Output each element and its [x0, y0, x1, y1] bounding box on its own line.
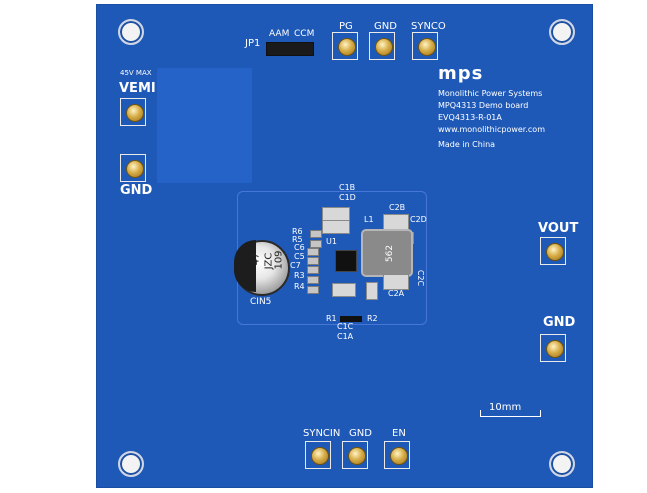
vemi-label: VEMI — [119, 81, 156, 96]
gnd-right-label: GND — [543, 315, 576, 330]
c2a-label: C2A — [388, 289, 405, 298]
gnd-left-terminal[interactable] — [120, 154, 146, 182]
l1-label: L1 — [364, 215, 374, 224]
gnd-bottom-test-point[interactable] — [342, 441, 368, 469]
r5-label: R5 — [292, 235, 303, 244]
vemi-terminal[interactable] — [120, 98, 146, 126]
c1a-label: C1A — [337, 332, 354, 341]
info-line-4: www.monolithicpower.com — [438, 125, 545, 134]
vemi-pin-icon — [126, 104, 144, 122]
scale-label: 10mm — [489, 402, 522, 413]
gnd-pin-icon — [375, 38, 393, 56]
cin5-marking-1: 47 — [250, 252, 262, 266]
synco-pin-icon — [418, 38, 436, 56]
emi-shield-area — [157, 68, 252, 183]
c2b-label: C2B — [389, 203, 406, 212]
capacitor-c1d — [322, 220, 350, 234]
gnd-top-label: GND — [374, 21, 397, 32]
pg-test-point[interactable] — [332, 32, 358, 60]
scale-bar-tick-right — [540, 410, 541, 417]
gnd-right-terminal[interactable] — [540, 334, 566, 362]
scale-bar-tick-left — [480, 410, 481, 417]
capacitor-small-right — [366, 282, 378, 300]
capacitor-cin5-band — [234, 240, 256, 292]
r2-label: R2 — [367, 314, 378, 323]
capacitor-c2a — [383, 274, 409, 290]
pg-label: PG — [339, 21, 353, 32]
mounting-hole-top-left — [118, 19, 144, 45]
pg-pin-icon — [338, 38, 356, 56]
gnd-left-label: GND — [120, 183, 153, 198]
gnd-top-test-point[interactable] — [369, 32, 395, 60]
c7-label: C7 — [290, 261, 301, 270]
info-line-1: Monolithic Power Systems — [438, 89, 543, 98]
component-c5 — [307, 257, 319, 265]
inductor-marking: 562 — [385, 244, 396, 263]
capacitor-c2b — [383, 214, 409, 230]
vout-pin-icon — [546, 243, 564, 261]
cin5-label: CIN5 — [250, 297, 272, 307]
c5-label: C5 — [294, 252, 305, 261]
mounting-hole-top-right — [549, 19, 575, 45]
u1-label: U1 — [326, 237, 337, 246]
r1-r2-resistors — [340, 316, 362, 322]
scale-bar-line — [480, 416, 541, 417]
component-r6 — [310, 230, 322, 238]
syncin-test-point[interactable] — [305, 441, 331, 469]
synco-test-point[interactable] — [412, 32, 438, 60]
vout-terminal[interactable] — [540, 237, 566, 265]
c1c-label: C1C — [337, 322, 354, 331]
info-line-3: EVQ4313-R-01A — [438, 113, 502, 122]
component-r3 — [307, 276, 319, 284]
component-c7 — [307, 266, 319, 274]
c2c-label: C2C — [416, 269, 426, 287]
synco-label: SYNCO — [411, 21, 446, 32]
c1b-label: C1B — [339, 183, 356, 192]
component-r4 — [307, 286, 319, 294]
r1-label: R1 — [326, 314, 337, 323]
r4-label: R4 — [294, 282, 305, 291]
info-line-2: MPQ4313 Demo board — [438, 101, 529, 110]
gnd-bottom-label: GND — [349, 428, 372, 439]
cin5-marking-3: 109 — [273, 250, 285, 270]
en-test-point[interactable] — [384, 441, 410, 469]
capacitor-c1b — [322, 207, 350, 221]
mounting-hole-bottom-left — [118, 451, 144, 477]
component-r5 — [310, 240, 322, 248]
info-line-5: Made in China — [438, 140, 496, 149]
gnd-left-pin-icon — [126, 160, 144, 178]
c2d-label: C2D — [410, 215, 427, 224]
pcb-board: JP1 AAM CCM PG GND SYNCO 45V MAX VEMI GN… — [96, 4, 593, 488]
u1-chip — [335, 250, 357, 272]
en-label: EN — [392, 428, 406, 439]
r6-label: R6 — [292, 227, 303, 236]
capacitor-small-left — [332, 283, 356, 297]
aam-label: AAM — [269, 29, 290, 39]
45v-max-label: 45V MAX — [120, 69, 152, 77]
jp1-header[interactable] — [266, 42, 314, 56]
ccm-label: CCM — [294, 29, 315, 39]
en-pin-icon — [390, 447, 408, 465]
gnd-bottom-pin-icon — [348, 447, 366, 465]
mps-logo: mps — [438, 63, 484, 84]
gnd-right-pin-icon — [546, 340, 564, 358]
component-c6 — [307, 248, 319, 256]
vout-label: VOUT — [538, 221, 579, 236]
mounting-hole-bottom-right — [549, 451, 575, 477]
c1d-label: C1D — [339, 193, 356, 202]
syncin-label: SYNCIN — [303, 428, 341, 439]
syncin-pin-icon — [311, 447, 329, 465]
jp1-label: JP1 — [245, 38, 261, 49]
c6-label: C6 — [294, 243, 305, 252]
r3-label: R3 — [294, 271, 305, 280]
